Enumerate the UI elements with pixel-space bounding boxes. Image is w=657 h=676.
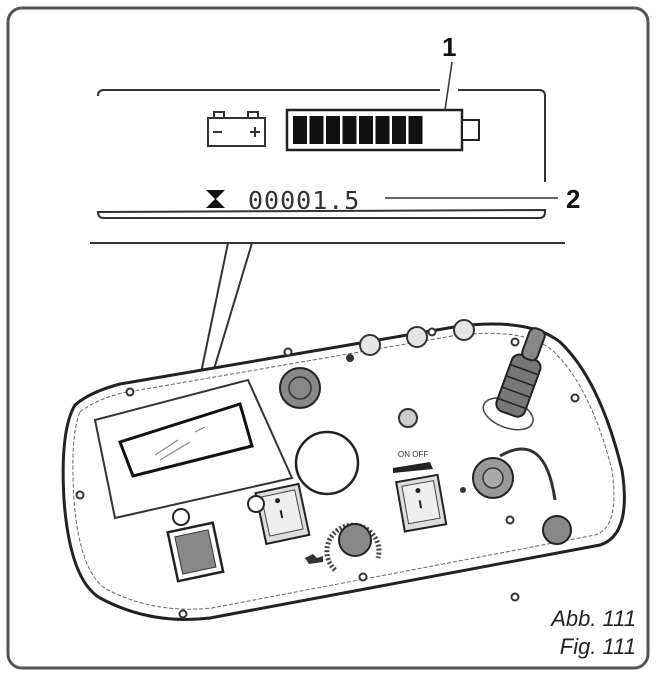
battery-segment: [309, 116, 324, 144]
battery-segment: [326, 116, 340, 144]
battery-icon: [207, 111, 266, 147]
key-cap: [542, 515, 572, 545]
battery-segment: [293, 116, 307, 144]
key-icon: [460, 487, 466, 493]
callout-line-1: [444, 61, 453, 111]
screws: [75, 327, 580, 619]
control-panel: ON OFF: [61, 319, 626, 621]
rotary-knob[interactable]: [279, 367, 321, 409]
main-power-switch[interactable]: [395, 473, 448, 533]
callout-2: 2: [566, 184, 580, 214]
rocker-switch[interactable]: [254, 482, 311, 546]
battery-gauge-tip: [461, 119, 480, 141]
rotary-knob-ring: [288, 376, 312, 400]
battery-segment: [342, 116, 357, 144]
callout-1: 1: [442, 32, 456, 62]
lamp-symbol-icon: [346, 354, 354, 362]
battery-segment: [408, 116, 423, 144]
battery-gauge: [285, 108, 480, 152]
battery-segment: [392, 116, 406, 144]
star-icon: [172, 508, 190, 526]
key-switch-core: [482, 467, 504, 489]
indicator-lamp-2: [406, 326, 428, 348]
indicator-lamp-3: [453, 319, 475, 341]
round-cutout: [294, 430, 360, 496]
nut-button[interactable]: [398, 408, 418, 428]
cap-strap: [499, 447, 557, 501]
battery-segment: [359, 116, 373, 144]
hourglass-icon: [206, 190, 225, 208]
battery-segment: [375, 116, 390, 144]
fan-icon: [247, 495, 265, 513]
display-magnified: 00001.5 1 2: [96, 32, 580, 219]
display-outline: [96, 89, 546, 219]
screen-glare: [154, 426, 206, 461]
panel-inner-edge: [72, 332, 615, 610]
switch-label-bar: [393, 462, 433, 473]
joystick[interactable]: [479, 320, 563, 436]
indicator-lamp-1: [359, 334, 381, 356]
switch-label: ON OFF: [398, 450, 428, 459]
dial-scale: [324, 522, 382, 572]
square-push-button[interactable]: [166, 521, 225, 583]
hour-counter: 00001.5: [248, 186, 360, 215]
faucet-icon: [305, 554, 323, 564]
caption-abb: Abb. 111: [549, 606, 636, 631]
speed-dial[interactable]: [338, 523, 372, 557]
panel-screen: [118, 402, 254, 478]
caption-fig: Fig. 111: [560, 634, 636, 659]
